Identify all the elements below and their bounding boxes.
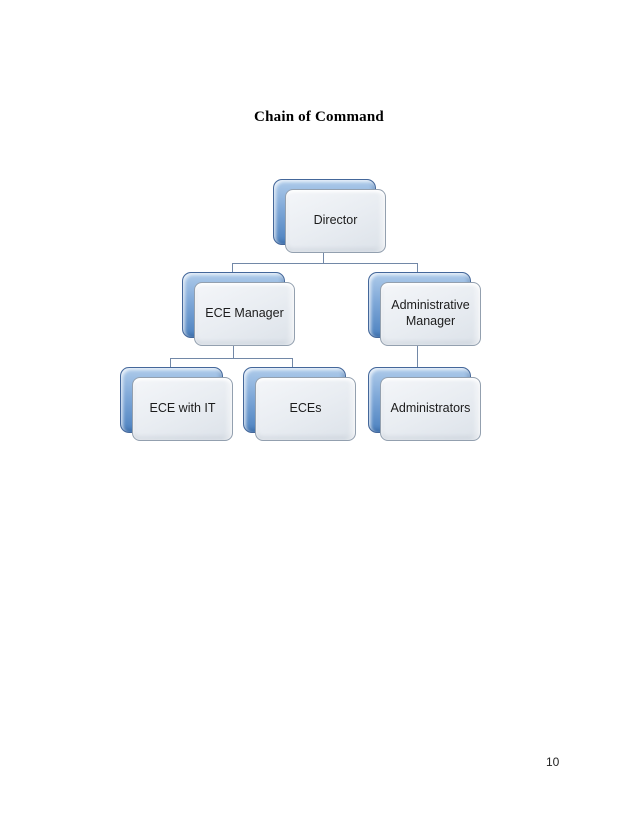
node-label: ECE Manager (205, 306, 284, 321)
connector-to-administrators (417, 346, 418, 367)
org-node-administrative-manager: Administrative Manager (368, 272, 483, 348)
connector-ece-manager-crossbar (170, 358, 293, 359)
node-label: Administrators (390, 401, 471, 416)
connector-to-eces (292, 359, 293, 368)
page-number: 10 (546, 755, 560, 769)
connector-director-crossbar (232, 263, 418, 264)
page-title: Chain of Command (254, 109, 384, 125)
org-node-eces: ECEs (243, 367, 358, 443)
connector-to-administrative-manager (417, 264, 418, 273)
org-node-ece-with-it: ECE with IT (120, 367, 235, 443)
connector-ece-manager-stem (233, 346, 234, 358)
node-front-panel: ECE with IT (132, 377, 233, 441)
org-node-director: Director (273, 179, 388, 255)
org-node-ece-manager: ECE Manager (182, 272, 297, 348)
node-label: ECE with IT (149, 401, 216, 416)
node-label: Director (313, 213, 358, 228)
connector-director-stem (323, 253, 324, 263)
node-front-panel: Director (285, 189, 386, 253)
node-front-panel: Administrators (380, 377, 481, 441)
node-label: Administrative Manager (391, 298, 470, 328)
org-node-administrators: Administrators (368, 367, 483, 443)
node-front-panel: ECEs (255, 377, 356, 441)
connector-to-ece-with-it (170, 359, 171, 368)
connector-to-ece-manager (232, 264, 233, 273)
node-label: ECEs (289, 401, 322, 416)
node-front-panel: ECE Manager (194, 282, 295, 346)
node-front-panel: Administrative Manager (380, 282, 481, 346)
